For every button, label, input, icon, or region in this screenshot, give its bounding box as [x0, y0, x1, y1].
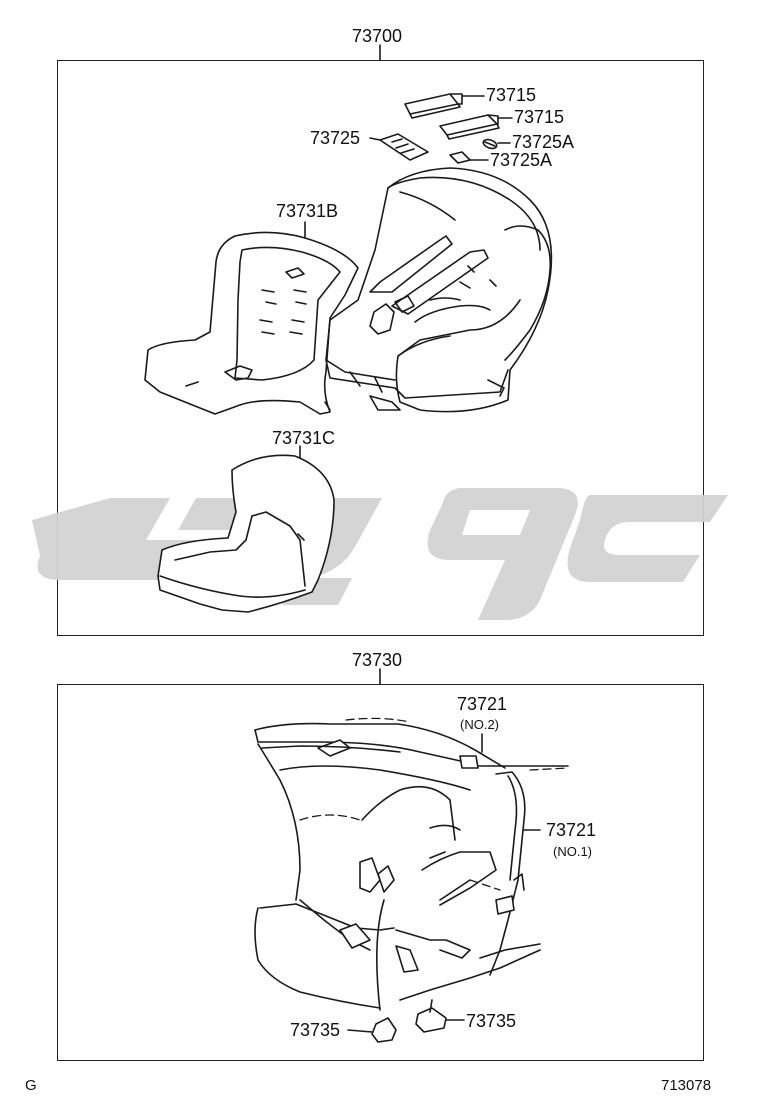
footer-right-code: 713078	[661, 1077, 712, 1094]
part-label-73725a-lower[interactable]: 73725A	[490, 150, 553, 170]
cap-73725a-lower-icon	[449, 151, 471, 164]
clip-73735-left-icon	[371, 1017, 397, 1043]
seat-cushion-73731c-icon	[157, 454, 335, 613]
part-label-73715-lower[interactable]: 73715	[514, 107, 565, 127]
watermark-logo	[32, 488, 728, 620]
part-label-73721-no2[interactable]: 73721	[457, 694, 508, 714]
part-label-73721-no1[interactable]: 73721	[546, 820, 597, 840]
cover-73725-icon	[379, 133, 429, 161]
part-label-73725[interactable]: 73725	[310, 128, 361, 148]
part-label-73715-upper[interactable]: 73715	[486, 85, 537, 105]
part-label-73731c[interactable]: 73731C	[272, 428, 336, 448]
installed-seat-assembly-icon	[254, 722, 569, 1011]
bottom-assembly-number: 73730	[352, 650, 403, 670]
part-note-73721-no1: (NO.1)	[553, 844, 592, 859]
part-label-73735-right[interactable]: 73735	[466, 1011, 517, 1031]
pad-73715-bottom-icon	[439, 114, 500, 140]
clip-73735-right-icon	[415, 999, 447, 1033]
part-label-73735-left[interactable]: 73735	[290, 1020, 341, 1040]
cap-73725a-upper-icon	[482, 138, 498, 150]
part-label-73725a-upper[interactable]: 73725A	[512, 132, 575, 152]
top-assembly-number: 73700	[352, 26, 403, 46]
pad-73715-top-icon	[404, 93, 463, 119]
part-note-73721-no2: (NO.2)	[460, 717, 499, 732]
seat-pad-73731b-icon	[144, 231, 359, 415]
footer-left-code: G	[25, 1077, 37, 1094]
part-label-73731b[interactable]: 73731B	[276, 201, 339, 221]
child-seat-assembly-icon	[325, 167, 553, 413]
